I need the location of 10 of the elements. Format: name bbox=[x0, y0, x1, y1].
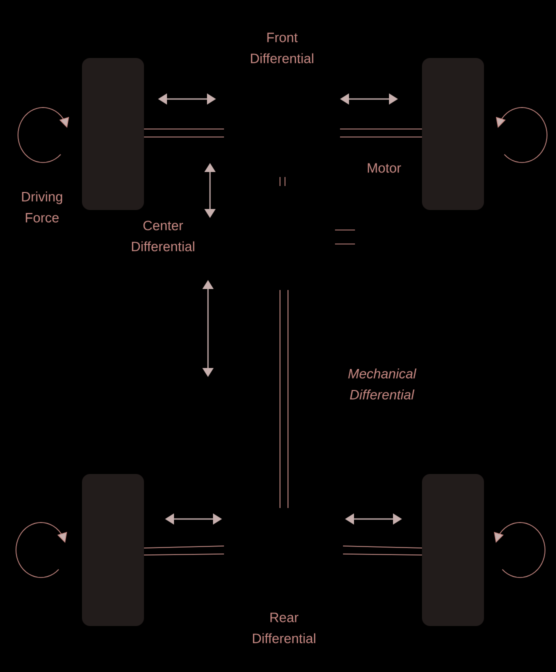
part-label: Driving Force bbox=[22, 192, 62, 222]
part-label: Center Differential bbox=[132, 220, 194, 252]
wheel bbox=[422, 474, 484, 626]
part-label: Front Differential bbox=[250, 32, 314, 64]
part-label: Mechanical Differential bbox=[348, 368, 416, 400]
wheel bbox=[422, 58, 484, 210]
wheel bbox=[82, 58, 144, 210]
part-label: Rear Differential bbox=[252, 612, 316, 644]
wheel bbox=[82, 474, 144, 626]
part-label: Motor bbox=[368, 163, 402, 173]
